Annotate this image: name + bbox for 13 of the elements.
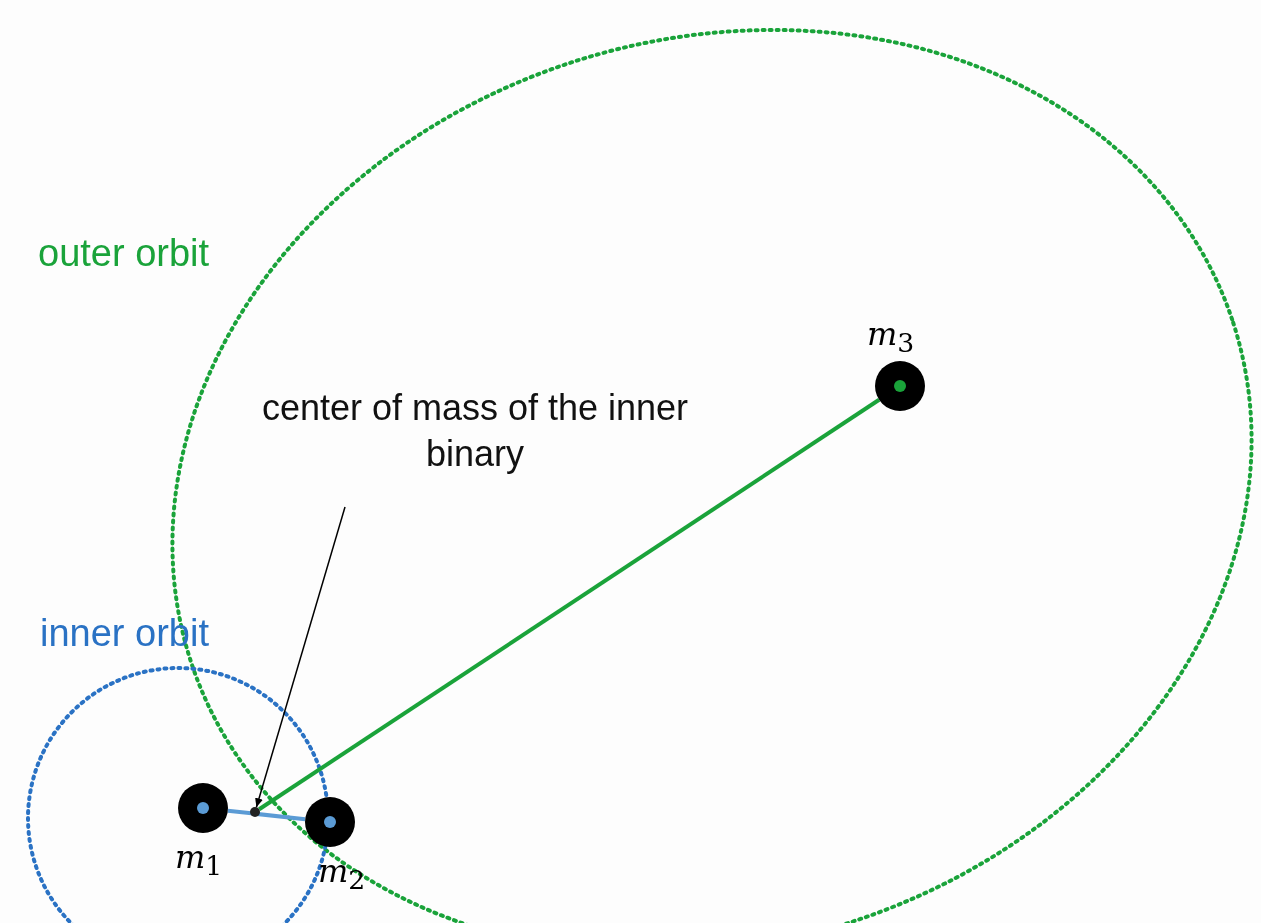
annotation-text: center of mass of the inner binary: [255, 385, 695, 477]
mass-label: m$_{2}$: [318, 852, 366, 896]
center-of-mass-point: [250, 807, 260, 817]
mass-body: [875, 361, 925, 411]
mass-body: [305, 797, 355, 847]
leader-line: [255, 506, 346, 808]
orbit-label: inner orbit: [40, 612, 209, 655]
connecting-line: [227, 808, 306, 822]
mass-label: m$_{3}$: [867, 315, 915, 359]
mass-body: [178, 783, 228, 833]
connecting-line: [258, 398, 881, 811]
mass-label: m$_{1}$: [175, 838, 223, 882]
orbit-label: outer orbit: [38, 232, 210, 275]
